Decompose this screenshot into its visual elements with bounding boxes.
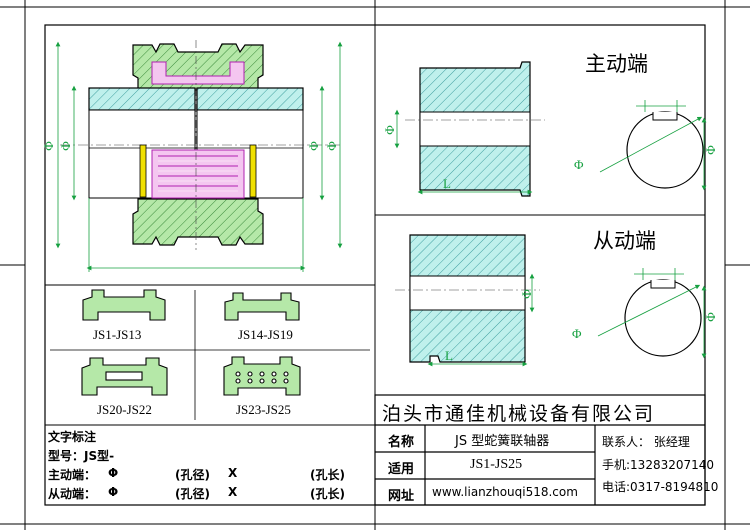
web-label: 网址 (388, 489, 415, 504)
driven-end-length-symbol: L (445, 348, 453, 363)
notes-driven-label: 从动端： (48, 487, 97, 501)
company-name: 泊头市通佳机械设备有限公司 (382, 403, 656, 425)
left-hub (88, 87, 196, 111)
notes-heading: 文字标注 (48, 430, 97, 444)
spring-coils (151, 149, 245, 199)
profile-label-2: JS14-JS19 (238, 327, 293, 342)
notes-driving-label: 主动端： (48, 468, 97, 482)
applies-value: JS1-JS25 (470, 457, 523, 472)
mobile-number: 手机:13283207140 (602, 458, 715, 472)
notes-driving-times: X (228, 466, 238, 480)
title-block (374, 394, 706, 506)
right-hub (196, 87, 304, 111)
driven-end-title: 从动端 (593, 229, 656, 253)
profile-label-3: JS20-JS22 (97, 402, 152, 417)
cover-profile-4 (223, 356, 301, 396)
dim-outer-diameter-right: Φ (323, 141, 339, 151)
driving-end-length-symbol: L (443, 176, 451, 191)
web-value: www.lianzhouqi518.com (432, 485, 578, 499)
notes-driven-times: X (228, 485, 238, 499)
applies-label: 适用 (388, 462, 415, 477)
cover-profile-2 (224, 292, 300, 321)
driven-end-circle-symbol: Φ (572, 326, 582, 341)
spring-top (151, 61, 245, 85)
notes-driving-bore-diameter: (孔径) (175, 468, 210, 482)
cover-profile-3 (81, 357, 168, 396)
notes-driven-bore-length: (孔长) (310, 487, 345, 501)
driving-end-title: 主动端 (585, 52, 648, 76)
name-value: JS 型蛇簧联轴器 (455, 434, 550, 449)
profile-label-1: JS1-JS13 (93, 327, 142, 342)
driven-end-keyway-symbol: Φ (702, 312, 718, 322)
notes-model-line: 型号：JS型- (48, 449, 115, 463)
name-label: 名称 (388, 435, 415, 450)
contact-person: 联系人： 张经理 (602, 435, 690, 449)
dim-outer-diameter-left: Φ (40, 141, 56, 151)
driving-end-bore-symbol: Φ (381, 125, 397, 135)
driving-end-hub-view (394, 61, 707, 197)
coupling-assembly-view (55, 40, 343, 272)
dim-hub-diameter-right: Φ (305, 141, 321, 151)
driving-end-circle-symbol: Φ (574, 157, 584, 172)
phone-number: 电话:0317-8194810 (602, 480, 719, 494)
notes-driving-phi: Φ (108, 466, 119, 480)
notes-driven-phi: Φ (108, 485, 119, 499)
dim-hub-diameter-left: Φ (57, 141, 73, 151)
notes-driving-bore-length: (孔长) (310, 468, 345, 482)
driven-end-bore-symbol: Φ (518, 289, 534, 299)
lower-cover (132, 198, 264, 246)
notes-driven-bore-diameter: (孔径) (175, 487, 210, 501)
cover-profile-1 (82, 289, 166, 321)
yellow-bar-right (249, 144, 257, 198)
driving-end-bore-circle (626, 111, 704, 189)
profile-label-4: JS23-JS25 (236, 402, 291, 417)
driven-end-bore-circle (624, 279, 702, 357)
driven-end-hub-view (395, 234, 707, 367)
yellow-bar-left (139, 144, 147, 198)
driving-end-keyway-symbol: Φ (702, 145, 718, 155)
